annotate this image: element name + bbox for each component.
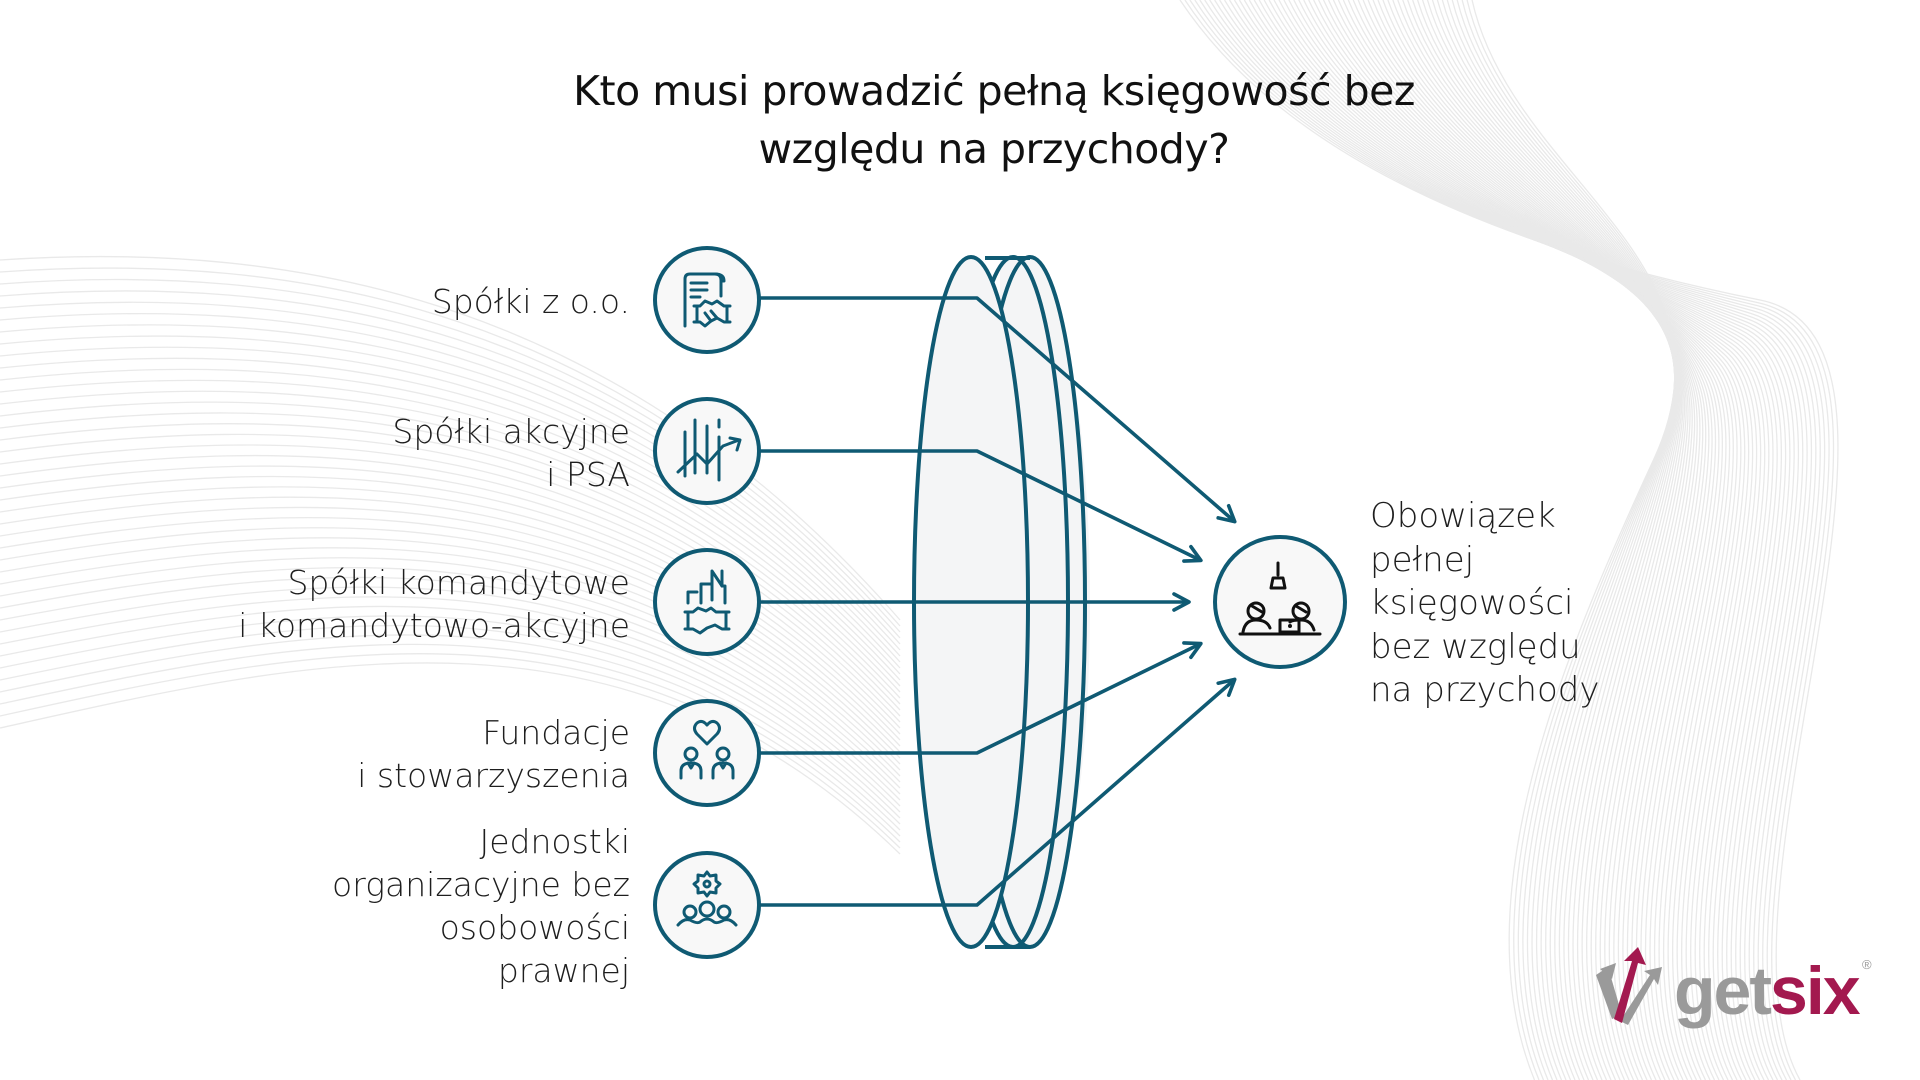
growth-chart-icon (653, 397, 761, 505)
people-heart-icon (653, 699, 761, 807)
connector-5 (760, 677, 1237, 907)
arrows-logo-icon (1596, 947, 1662, 1025)
title-line-2: względu na przychody? (758, 125, 1230, 173)
connector-lines (760, 296, 1237, 907)
source-icons (653, 246, 761, 959)
getsix-logo: getsix ® (1592, 945, 1882, 1035)
connector-2 (760, 449, 1203, 563)
source-label-3: Spółki komandytowe i komandytowo-akcyjne (238, 563, 630, 645)
connector-1 (760, 296, 1237, 524)
source-label-2: Spółki akcyjne i PSA (392, 412, 630, 494)
accountants-desk-icon (1213, 535, 1347, 669)
buildings-handshake-icon (653, 548, 761, 656)
registered-mark: ® (1862, 957, 1872, 972)
group-gear-icon (653, 851, 761, 959)
page-title: Kto musi prowadzić pełną księgowość bez … (0, 62, 1920, 178)
source-label-4: Fundacje i stowarzyszenia (357, 713, 630, 795)
title-line-1: Kto musi prowadzić pełną księgowość bez (573, 67, 1415, 115)
logo-wordmark: getsix (1674, 953, 1861, 1029)
connector-4 (760, 641, 1203, 755)
target-label: Obowiązek pełnej księgowości bez względu… (1370, 496, 1600, 710)
source-label-5: Jednostki organizacyjne bez osobowości p… (332, 822, 630, 990)
contract-handshake-icon (653, 246, 761, 354)
source-label-1: Spółki z o.o. (431, 282, 630, 321)
